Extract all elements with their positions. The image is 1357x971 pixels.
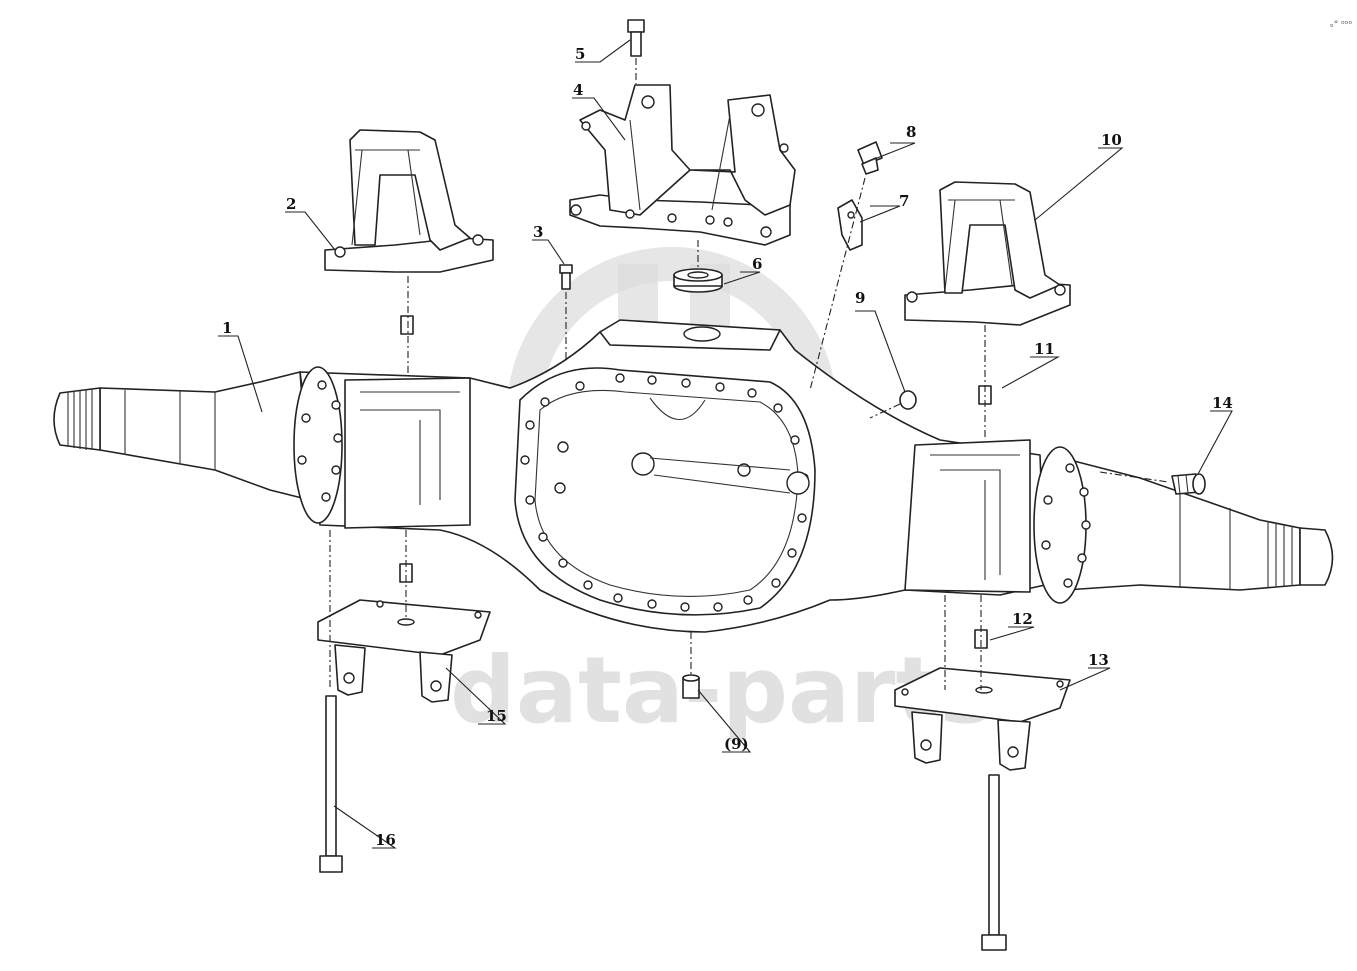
callout-6: 6 [752,255,762,273]
callout-14: 14 [1212,394,1233,412]
lower-plate-right [894,667,1071,771]
corner-mark: ₒ° ᵒᵒᵒ [1330,20,1353,30]
ring-seal [673,268,723,293]
callout-13: 13 [1088,651,1109,669]
leader-lines [218,39,1233,849]
callout-16: 16 [375,831,396,849]
top-center-bracket [569,84,796,246]
upper-bracket-left [324,129,494,273]
upper-bracket-right [904,181,1071,326]
callout-8: 8 [906,123,916,141]
breather-plug [857,141,883,175]
callout-9-paren: (9) [724,735,749,753]
callout-4: 4 [573,81,583,99]
assembly-lines [329,58,1169,690]
long-bolt-right [981,774,1007,951]
clip-bracket [837,199,863,251]
bolt-top [627,19,645,57]
callout-3: 3 [533,223,543,241]
callout-5: 5 [575,45,585,63]
breather-valve [1171,473,1206,495]
callout-2: 2 [286,195,296,213]
long-bolt-left [319,695,343,873]
callout-11: 11 [1034,340,1055,358]
drain-plug-side [899,390,917,410]
callout-9: 9 [855,289,865,307]
callout-7: 7 [899,192,909,210]
axle-housing [53,319,1334,633]
bushing-left-upper [400,315,414,335]
stud-bolt [559,264,573,290]
callout-labels: 1 2 3 4 5 6 7 8 9 (9) 10 11 12 13 14 15 … [222,45,1233,849]
callout-15: 15 [486,707,507,725]
callout-12: 12 [1012,610,1033,628]
callout-10: 10 [1101,131,1122,149]
callout-1: 1 [222,319,232,337]
lower-plate-left [317,599,491,703]
drain-plug-bottom [682,674,700,699]
